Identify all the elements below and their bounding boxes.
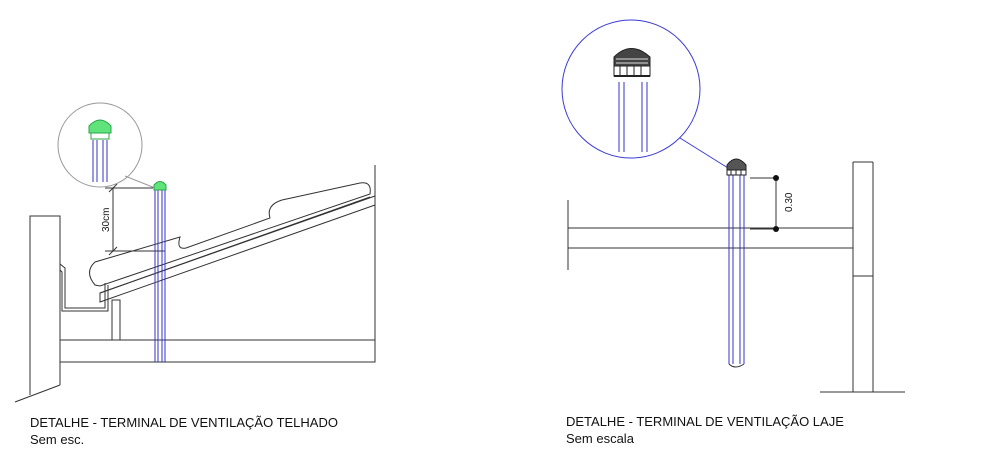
roof-detail-title: DETALHE - TERMINAL DE VENTILAÇÃO TELHADO xyxy=(30,415,338,430)
callout-terminal xyxy=(88,119,112,134)
slab-callout-terminal xyxy=(613,48,651,77)
slab-vent-detail xyxy=(567,161,905,393)
roof-detail-caption: DETALHE - TERMINAL DE VENTILAÇÃO TELHADO… xyxy=(30,414,338,448)
roof-vent-detail xyxy=(14,102,376,403)
gutter xyxy=(59,263,106,309)
roof-dimension-label: 30cm xyxy=(101,208,112,232)
roof-detail-scale: Sem esc. xyxy=(30,432,85,447)
slab-detail-scale: Sem escala xyxy=(566,431,634,446)
roof-tiles xyxy=(89,182,371,287)
slab-vent-terminal xyxy=(726,158,747,176)
rafter xyxy=(99,195,376,303)
slab-detail-caption: DETALHE - TERMINAL DE VENTILAÇÃO LAJE Se… xyxy=(566,413,844,447)
beam xyxy=(59,339,376,363)
wall xyxy=(29,215,61,395)
post xyxy=(111,299,121,341)
slab-detail-title: DETALHE - TERMINAL DE VENTILAÇÃO LAJE xyxy=(566,414,844,429)
slab-dimension-label: 0.30 xyxy=(784,192,795,212)
slab-vent-pipe xyxy=(618,82,745,364)
roof-callout-circle xyxy=(57,102,143,188)
roof-vent-terminal xyxy=(88,119,167,191)
slab-callout-circle xyxy=(561,19,701,159)
roof-vent-pipe xyxy=(92,140,166,362)
